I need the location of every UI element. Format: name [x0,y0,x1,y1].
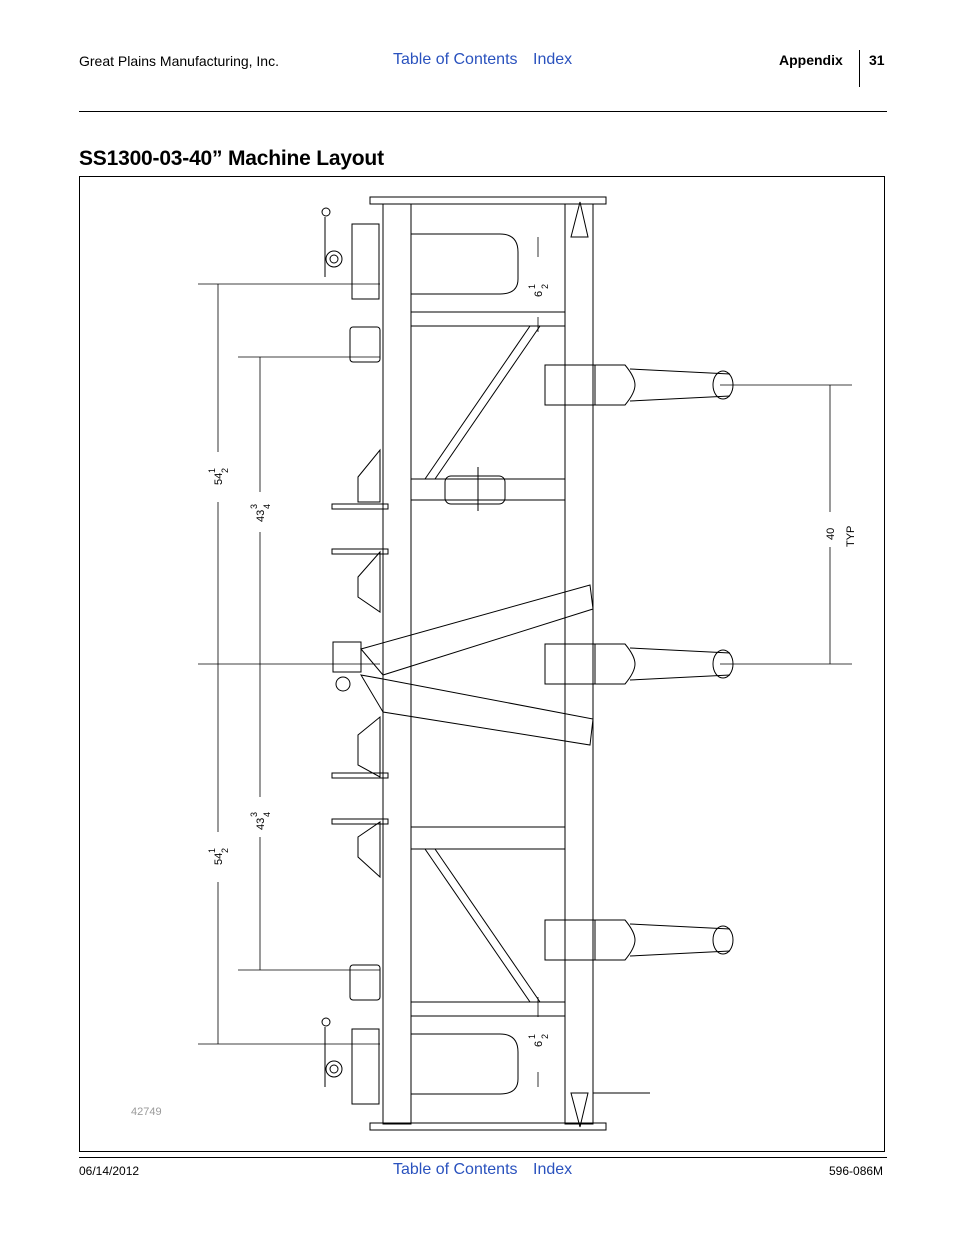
footer-date: 06/14/2012 [79,1164,140,1178]
machine-layout-drawing: 54 54 43 43 40 TYP 6 6 1 2 3 4 1 2 3 4 1… [198,196,857,1131]
dim-outer-bottom-frac-den: 2 [220,848,230,853]
dim-outer-bottom: 54 [213,853,225,865]
dim-gauge-top: 6 [533,291,545,297]
header-toc-link[interactable]: Table of Contents [393,51,518,68]
dim-gauge-top-frac-den: 2 [540,284,550,289]
dim-outer-top-frac-den: 2 [220,468,230,473]
dim-row-spacing: 40 [825,528,837,540]
dim-inner-bottom-frac-num: 3 [249,812,259,817]
dim-inner-top: 43 [255,510,267,522]
page-title: SS1300-03-40” Machine Layout [79,147,384,170]
header-rule [79,111,887,112]
dim-gauge-bottom: 6 [533,1041,545,1047]
dim-inner-bottom-frac-den: 4 [262,812,272,817]
dim-inner-top-frac-num: 3 [249,504,259,509]
figure-frame: 54 54 43 43 40 TYP 6 6 1 2 3 4 1 2 3 4 1… [79,176,885,1152]
footer-index-link[interactable]: Index [533,1161,573,1178]
header-divider [859,50,860,87]
header-index-link[interactable]: Index [533,51,573,68]
dim-row-spacing-note: TYP [845,526,857,547]
dim-outer-top: 54 [213,473,225,485]
page-number: 31 [869,52,885,68]
header-company: Great Plains Manufacturing, Inc. [79,53,279,69]
dim-outer-top-frac-num: 1 [207,468,217,473]
dim-gauge-top-frac-num: 1 [527,284,537,289]
dim-inner-bottom: 43 [255,818,267,830]
dim-gauge-bottom-frac-num: 1 [527,1034,537,1039]
footer-rule [79,1157,887,1158]
footer-toc-link[interactable]: Table of Contents [393,1161,518,1178]
header-section: Appendix [779,52,843,68]
footer-doc-number: 596-086M [829,1164,884,1178]
dim-inner-top-frac-den: 4 [262,504,272,509]
figure-number: 42749 [131,1106,162,1118]
dim-outer-bottom-frac-num: 1 [207,848,217,853]
dim-gauge-bottom-frac-den: 2 [540,1034,550,1039]
